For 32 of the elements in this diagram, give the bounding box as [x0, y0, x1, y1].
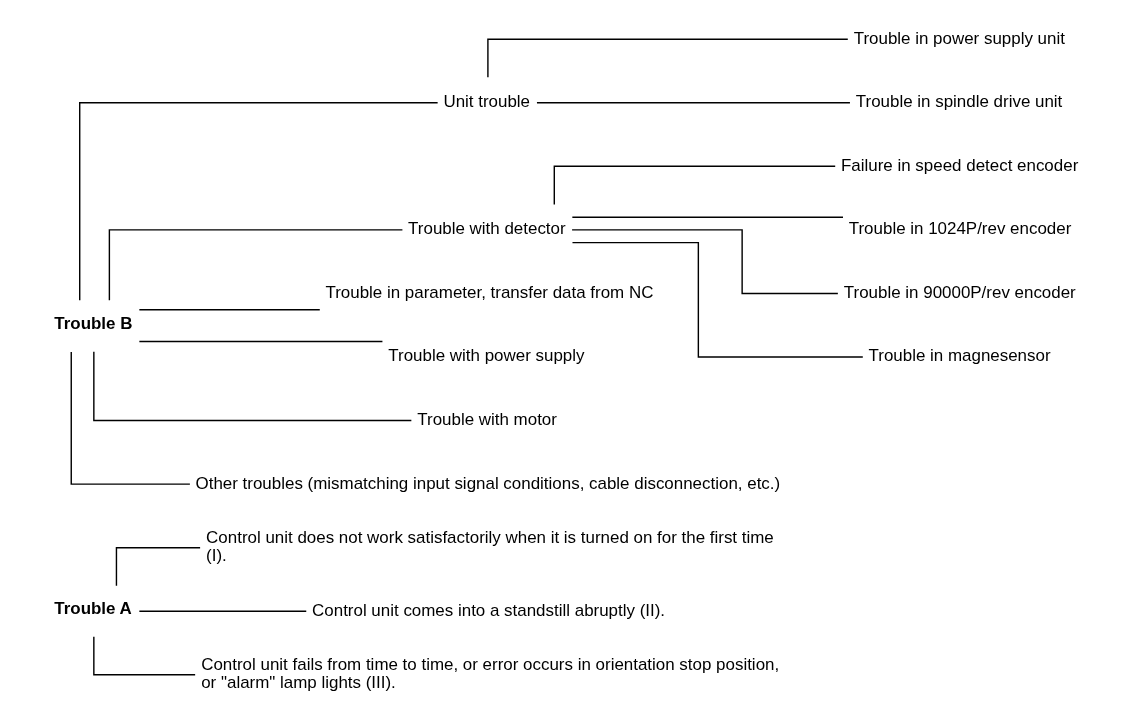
connector [79, 102, 439, 302]
node-text: Control unit comes into a standstill abruptly (II). [312, 600, 666, 620]
connector [93, 351, 413, 422]
node-text: Control unit does not work satisfactorily when it is turned on for the first time (I). [206, 527, 774, 566]
node-text: Trouble with detector [408, 219, 566, 239]
node-text: Other troubles (mismatching input signal conditions, cable disconnection, etc.) [195, 473, 781, 493]
node-text: Trouble in 90000P/rev encoder [843, 282, 1076, 302]
connector [571, 241, 864, 358]
node-text: Trouble with motor [417, 409, 557, 429]
connector [487, 38, 849, 78]
connector [115, 546, 201, 587]
node-text: Failure in speed detect encoder [841, 155, 1079, 175]
node-text: Trouble B [54, 313, 133, 333]
node-text: Trouble in magnesensor [868, 346, 1051, 366]
node-text: Trouble in 1024P/rev encoder [848, 219, 1072, 239]
node-text: Unit trouble [443, 92, 531, 112]
node-text: Trouble A [54, 599, 132, 619]
connector [108, 229, 404, 301]
connector [70, 351, 191, 485]
connector [138, 340, 384, 343]
node-text: Trouble in power supply unit [853, 28, 1065, 48]
node-text: Trouble in parameter, transfer data from NC [325, 282, 654, 302]
node-text: Trouble in spindle drive unit [855, 92, 1063, 112]
connector [571, 229, 839, 295]
connector [93, 636, 196, 676]
connector [571, 216, 844, 218]
node-text: Control unit fails from time to time, or error occurs in orientation stop position, or "alarm" lamp lights (III). [201, 654, 780, 693]
connector [536, 102, 851, 104]
node-text: Trouble with power supply [388, 346, 585, 366]
connector [138, 308, 321, 311]
connector [138, 610, 307, 612]
connector [553, 165, 836, 206]
